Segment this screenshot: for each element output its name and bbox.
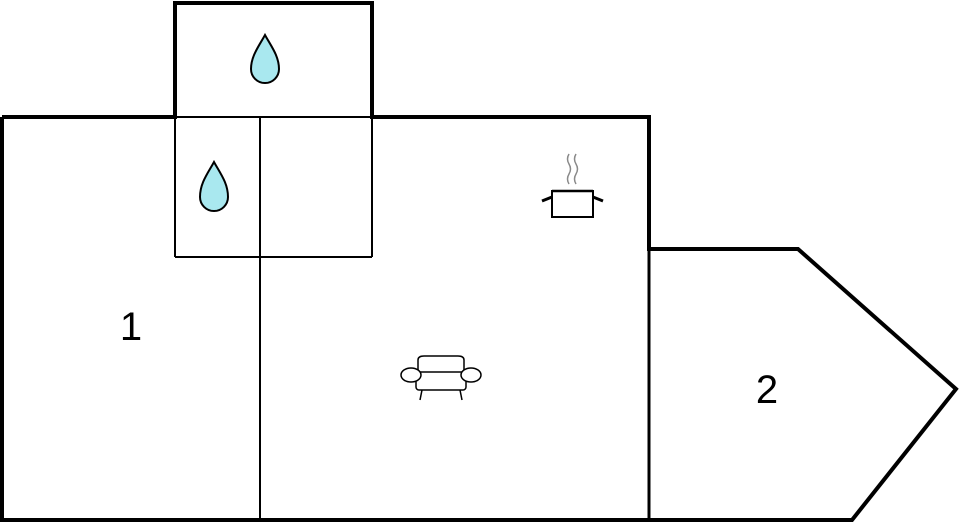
cooking-pot-icon [541, 153, 604, 218]
inner-walls [174, 116, 373, 520]
water-drop-icon [249, 32, 281, 84]
water-drop-icon [198, 159, 230, 212]
room-2-label: 2 [756, 368, 778, 412]
room-1-label: 1 [120, 305, 142, 349]
sofa-icon [400, 355, 482, 401]
